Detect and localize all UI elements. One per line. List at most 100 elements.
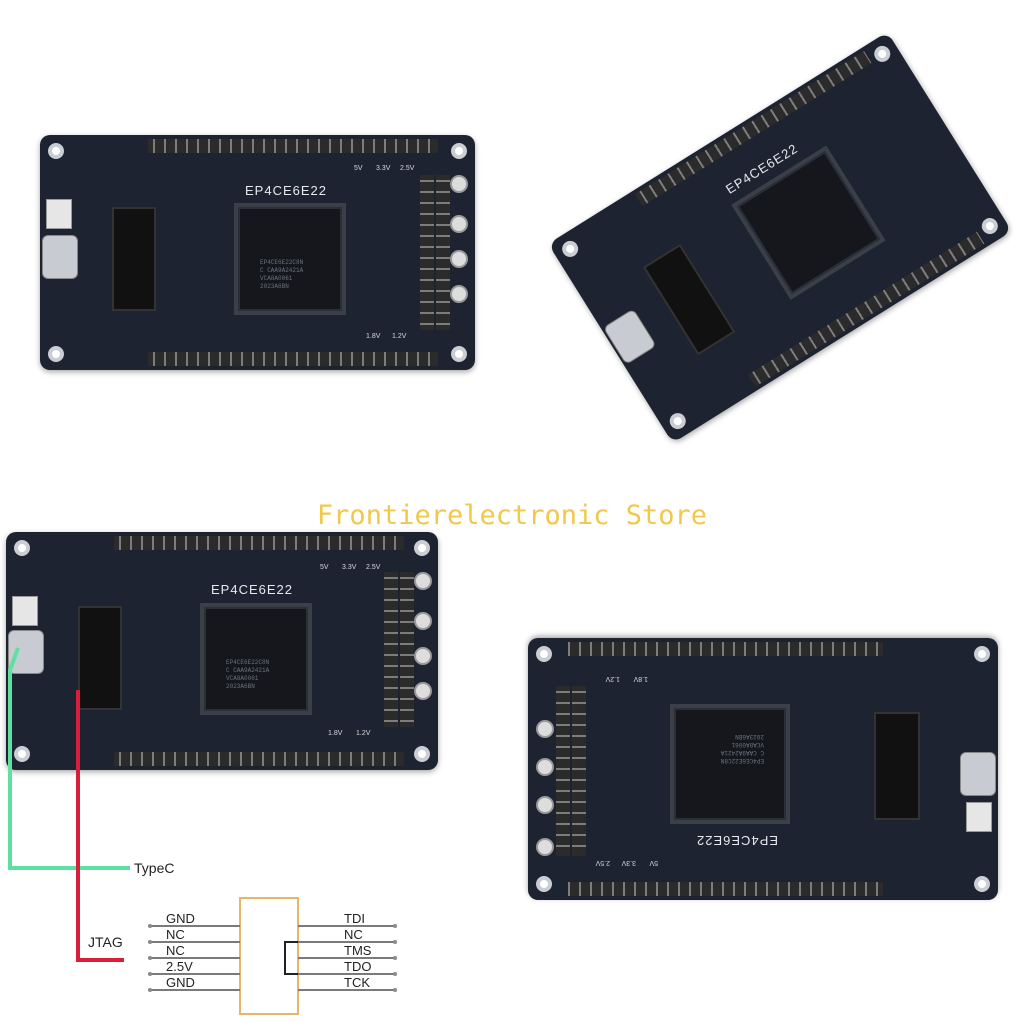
fpga-chip: EP4CE6E22C8N C CAA9A2421A VCA8A0061 2023… [674,708,786,820]
mount-hole [14,746,30,762]
header-bottom [148,352,438,366]
push-button [536,720,554,738]
power-label-1v8: 1.8V [366,333,381,340]
jtag-right-pin-4: TDO [344,959,372,974]
power-label-5v: 5V [649,859,658,866]
power-label-1v8: 1.8V [328,730,343,737]
mount-hole [536,646,552,662]
mount-hole [48,143,64,159]
mount-hole [451,143,467,159]
board-top-right: EP4CE6E22 [548,31,1012,444]
fpga-chip: EP4CE6E22C8N C CAA9A2421A VCA8A0061 2023… [204,607,308,711]
header-right-2 [556,686,570,856]
header-right [384,572,398,727]
power-label-3v3: 3.3V [376,165,391,172]
board-bottom-right: EP4CE6E22 EP4CE6E22C8N C CAA9A2421A VCA8… [528,638,998,900]
header-right-2 [400,572,414,727]
power-label-2v5: 2.5V [595,859,610,866]
chip-marking-2: C CAA9A2421A [226,667,270,674]
power-label-3v3: 3.3V [342,564,357,571]
power-label-1v2: 1.2V [392,333,407,340]
chip-marking-3: VCA8A0061 [731,741,764,748]
jtag-connector [874,712,920,820]
mount-hole [974,876,990,892]
chip-marking-3: VCA8A0061 [260,275,293,282]
header-top [568,882,883,896]
power-switch [12,596,38,626]
header-right-2 [436,175,450,330]
usb-typec-port [602,308,657,365]
push-button [450,215,468,233]
jtag-right-pin-3: TMS [344,943,372,958]
usb-typec-port [42,235,78,279]
mount-hole [974,646,990,662]
board-bottom-left: EP4CE6E22 EP4CE6E22C8N C CAA9A2421A VCA8… [6,532,438,770]
jtag-connector [642,243,736,356]
model-label: EP4CE6E22 [245,183,327,198]
chip-marking-1: EP4CE6E22C8N [226,659,270,666]
power-label-3v3: 3.3V [621,859,636,866]
push-button [414,572,432,590]
board-top-left: EP4CE6E22 EP4CE6E22C8N C CAA9A2421A VCA8… [40,135,475,370]
power-label-5v: 5V [354,165,363,172]
header-top [148,139,438,153]
chip-marking-1: EP4CE6E22C8N [260,259,304,266]
chip-marking-1: EP4CE6E22C8N [720,757,764,764]
chip-marking-3: VCA8A0061 [226,675,259,682]
jtag-connector [78,606,122,710]
power-label-1v2: 1.2V [605,675,620,682]
jtag-left-pin-2: NC [166,927,185,942]
power-label-5v: 5V [320,564,329,571]
model-label: EP4CE6E22 [211,582,293,597]
typec-label: TypeC [134,860,175,876]
push-button [536,796,554,814]
push-button [536,758,554,776]
model-label: EP4CE6E22 [696,833,778,848]
mount-hole [14,540,30,556]
power-label-2v5: 2.5V [366,564,381,571]
jtag-right-pin-5: TCK [344,975,370,990]
jtag-connector [112,207,156,311]
usb-typec-port [960,752,996,796]
chip-marking-2: C CAA9A2421A [720,749,764,756]
mount-hole [978,215,1001,238]
jtag-right-pin-2: NC [344,927,363,942]
push-button [414,647,432,665]
mount-hole [414,540,430,556]
push-button [450,285,468,303]
jtag-left-pin-5: GND [166,975,195,990]
power-label-1v2: 1.2V [356,730,371,737]
header-bottom [568,642,883,656]
store-watermark: Frontierelectronic Store [316,500,708,531]
mount-hole [451,346,467,362]
jtag-left-pin-1: GND [166,911,195,926]
power-switch [966,802,992,832]
push-button [450,175,468,193]
mount-hole [536,876,552,892]
push-button [450,250,468,268]
mount-hole [871,42,894,65]
power-switch [46,199,72,229]
push-button [414,682,432,700]
jtag-key-notch [284,941,298,975]
power-label-1v8: 1.8V [633,675,648,682]
mount-hole [559,237,582,260]
power-label-2v5: 2.5V [400,165,415,172]
jtag-header-body [239,897,299,1015]
header-bottom [114,752,404,766]
header-top [114,536,404,550]
jtag-left-pin-4: 2.5V [166,959,193,974]
jtag-right-pin-1: TDI [344,911,365,926]
mount-hole [48,346,64,362]
jtag-label: JTAG [88,934,123,950]
mount-hole [666,410,689,433]
header-right [420,175,434,330]
header-right [572,686,586,856]
fpga-chip: EP4CE6E22C8N C CAA9A2421A VCA8A0061 2023… [238,207,342,311]
chip-marking-4: 2023A6BN [226,683,255,690]
jtag-left-pin-3: NC [166,943,185,958]
chip-marking-2: C CAA9A2421A [260,267,304,274]
usb-typec-port [8,630,44,674]
chip-marking-4: 2023A6BN [260,283,289,290]
push-button [414,612,432,630]
